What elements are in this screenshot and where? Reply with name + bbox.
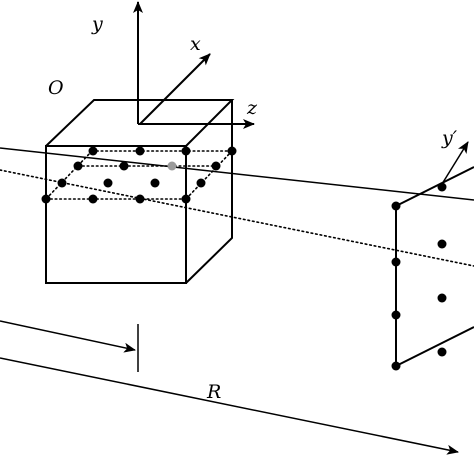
dot: [181, 194, 191, 204]
dot: [211, 161, 221, 171]
dot: [150, 178, 160, 188]
ray-dotted: [0, 169, 474, 267]
dot: [57, 178, 67, 188]
dot: [41, 194, 51, 204]
distance-arrow: [0, 320, 136, 353]
dot: [135, 146, 145, 156]
plane-right-edge: [185, 150, 233, 200]
dot: [181, 146, 191, 156]
plane-left-edge: [45, 150, 93, 200]
cube: [45, 99, 235, 284]
screen-dot: [391, 257, 401, 267]
dot: [119, 161, 129, 171]
dot: [196, 178, 206, 188]
label-origin: O: [48, 77, 64, 99]
dot: [73, 161, 83, 171]
label-z: z: [246, 97, 258, 119]
cube-dots: [41, 146, 237, 204]
screen-dot: [437, 347, 447, 357]
axes: [133, 1, 255, 129]
sample-plane: [45, 150, 233, 200]
dot-highlight: [167, 161, 177, 171]
screen-top-edge: [395, 166, 474, 207]
dot: [88, 194, 98, 204]
dot: [103, 178, 113, 188]
screen-dot: [391, 310, 401, 320]
cube-front-face: [45, 145, 187, 284]
dot: [88, 146, 98, 156]
screen-dot: [391, 361, 401, 371]
cube-side-face: [185, 100, 233, 284]
dot: [135, 194, 145, 204]
screen-dot: [437, 293, 447, 303]
screen-dot: [391, 201, 401, 211]
label-y-prime: y′: [441, 127, 458, 149]
label-y: y: [91, 13, 103, 35]
screen-dot: [437, 239, 447, 249]
screen-dot: [437, 182, 447, 192]
dot: [227, 146, 237, 156]
ray-upper: [0, 147, 474, 201]
screen-bottom-edge: [395, 326, 474, 367]
x-axis: [139, 53, 211, 125]
y-prime-axis: [441, 141, 469, 185]
label-distance: R: [206, 381, 221, 403]
label-x: x: [190, 33, 201, 55]
ray-lower: [0, 357, 459, 455]
detector-screen: [391, 141, 474, 371]
